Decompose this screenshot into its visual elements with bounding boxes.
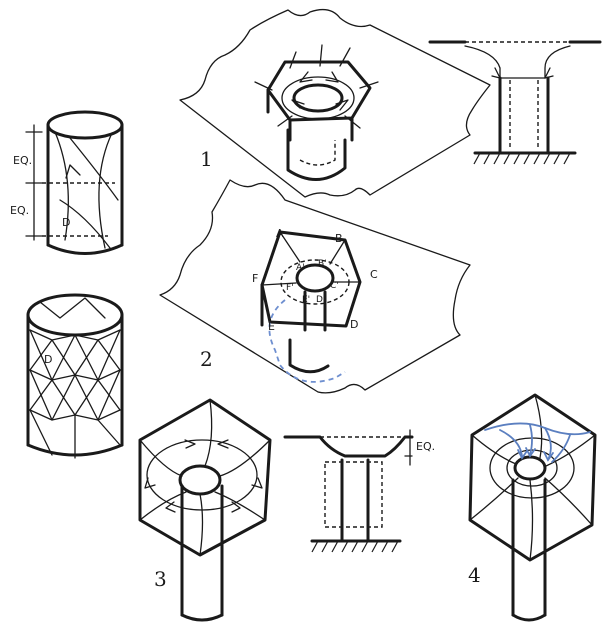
hex-inner-label-b: B' (318, 259, 327, 269)
hex-inner-label-e: E' (302, 295, 310, 305)
hex-edge-label-b: B (335, 232, 343, 245)
hex-edge-label-f: F (252, 272, 258, 285)
cylinder-d-label: D (62, 216, 70, 229)
step-2-sketch: A B C D E F A' B' C' D' E' F' 2 (159, 179, 471, 394)
step-4-sketch: 4 (468, 393, 597, 622)
hex-inner-label-f: F' (286, 283, 294, 293)
column-section-sketch (428, 40, 602, 165)
cylinder-sketch: EQ. EQ. D (10, 110, 124, 255)
hex-inner-label-d: D' (316, 295, 325, 305)
tessellated-d-label: D (44, 353, 52, 366)
step-number-2: 2 (200, 347, 213, 371)
step-number-3: 3 (154, 567, 167, 591)
step-number-4: 4 (468, 563, 481, 587)
hex-edge-label-d: D (350, 318, 358, 331)
hex-inner-label-c: C' (330, 281, 339, 291)
step-number-1: 1 (200, 147, 213, 171)
hex-edge-label-a: A (276, 227, 284, 240)
step-1-sketch: 1 (179, 8, 491, 198)
eq-label-bottom: EQ. (10, 204, 29, 217)
hex-inner-label-a: A' (296, 263, 305, 273)
hex-edge-label-c: C (370, 268, 378, 281)
step-3-sketch: 3 (138, 398, 272, 622)
eq-section-sketch: EQ. (283, 429, 435, 553)
eq-label-top: EQ. (13, 154, 32, 167)
hex-edge-label-e: E (268, 320, 275, 333)
eq-section-label: EQ. (416, 440, 435, 453)
tessellated-cylinder-sketch: D (26, 293, 124, 459)
